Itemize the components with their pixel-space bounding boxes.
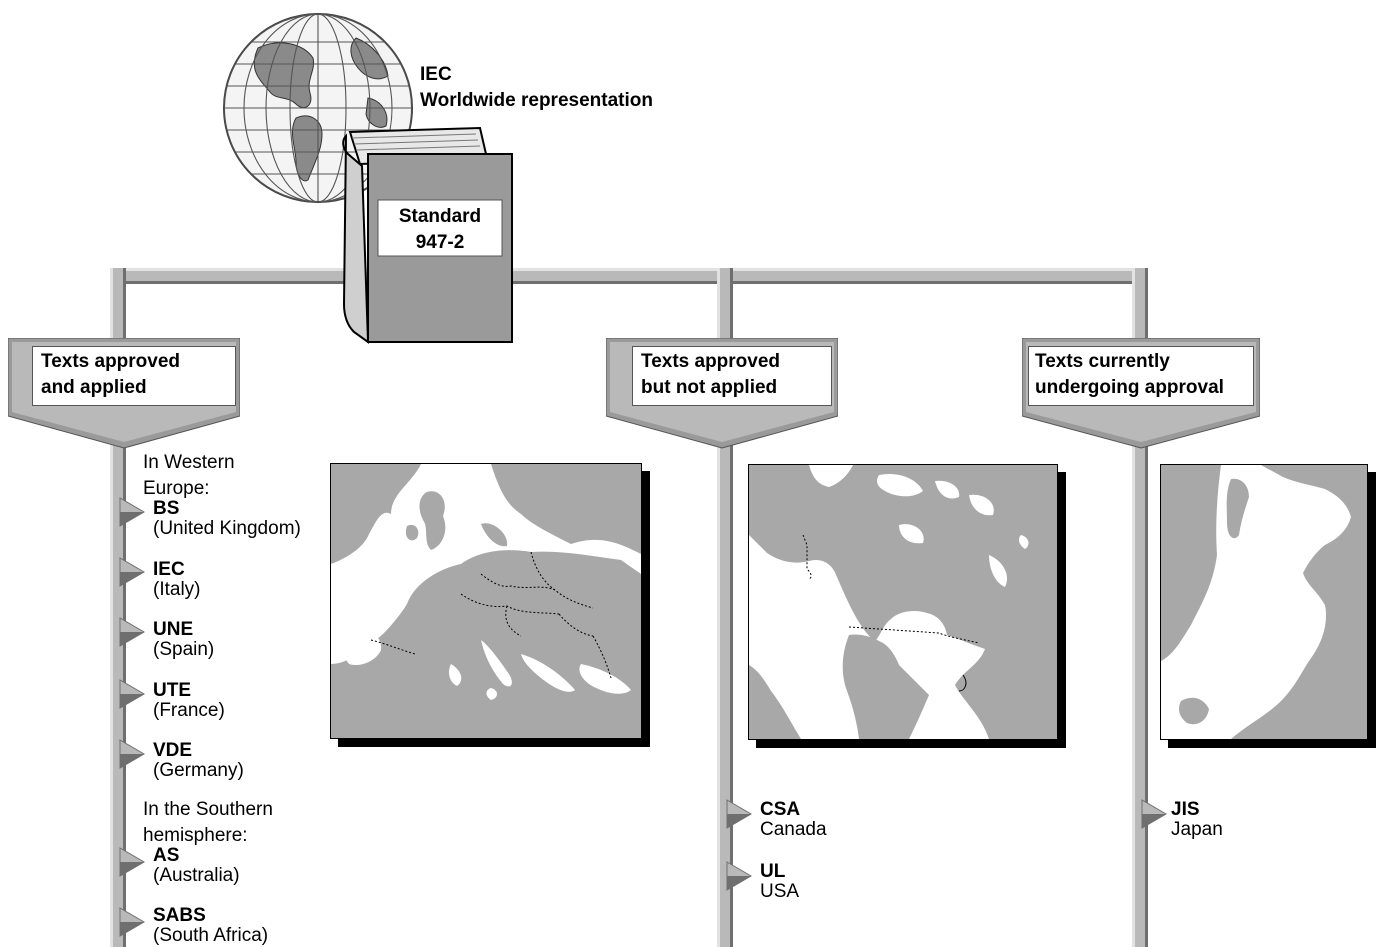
entry-arrow-markers-left — [119, 497, 145, 937]
connector-stem-left — [110, 268, 126, 358]
list-item: JIS Japan — [1171, 800, 1223, 840]
connector-stem-middle — [717, 268, 733, 358]
category-label-approved-not-applied: Texts approved but not applied — [632, 346, 832, 406]
list-item: SABS (South Africa) — [153, 906, 268, 946]
list-item: IEC (Italy) — [153, 560, 201, 600]
entry-arrow-markers-middle — [726, 799, 752, 891]
standard-code: VDE — [153, 740, 193, 761]
standard-code: BS — [153, 498, 180, 519]
group-intro-southern-hemisphere: In the Southern hemisphere: — [143, 799, 273, 846]
standard-country: (United Kingdom) — [153, 518, 301, 539]
entry-arrow-markers-right — [1141, 799, 1167, 829]
standard-code: UL — [760, 861, 786, 882]
title-line-2: Worldwide representation — [420, 90, 653, 111]
list-item: UNE (Spain) — [153, 620, 214, 660]
list-item: UL USA — [760, 862, 799, 902]
group-intro-western-europe: In Western Europe: — [143, 452, 235, 499]
book-label: Standard 947-2 — [378, 204, 502, 256]
globe-icon — [223, 13, 413, 203]
list-item: VDE (Germany) — [153, 741, 244, 781]
standard-code: JIS — [1171, 799, 1200, 820]
standard-country: (South Africa) — [153, 925, 269, 946]
standard-code: AS — [153, 845, 180, 866]
category-label-undergoing-approval: Texts currently undergoing approval — [1028, 346, 1254, 406]
europe-map — [330, 463, 642, 739]
standard-country: Japan — [1171, 819, 1223, 840]
standard-country: (Spain) — [153, 639, 215, 660]
book-label-line-2: 947-2 — [415, 232, 465, 253]
standard-code: UTE — [153, 680, 191, 701]
list-item: UTE (France) — [153, 681, 225, 721]
standard-code: UNE — [153, 619, 194, 640]
standard-code: IEC — [153, 559, 185, 580]
standard-code: CSA — [760, 799, 801, 820]
standard-country: (Germany) — [153, 760, 244, 781]
standard-country: USA — [760, 881, 800, 902]
north-america-map — [748, 464, 1058, 740]
connector-horizontal-bar — [110, 268, 1148, 284]
category-label-approved-applied: Texts approved and applied — [32, 346, 236, 406]
standard-country: (Italy) — [153, 579, 201, 600]
standard-country: (Australia) — [153, 865, 240, 886]
standard-country: (France) — [153, 700, 225, 721]
book-label-line-1: Standard — [398, 206, 482, 227]
connector-stem-right — [1132, 268, 1148, 358]
list-item: AS (Australia) — [153, 846, 240, 886]
list-item: BS (United Kingdom) — [153, 499, 301, 539]
japan-map — [1160, 464, 1368, 740]
page-title: IEC Worldwide representation — [420, 62, 653, 114]
title-line-1: IEC — [420, 64, 452, 85]
list-item: CSA Canada — [760, 800, 827, 840]
standard-country: Canada — [760, 819, 827, 840]
standard-book-icon — [342, 126, 513, 344]
standard-code: SABS — [153, 905, 206, 926]
